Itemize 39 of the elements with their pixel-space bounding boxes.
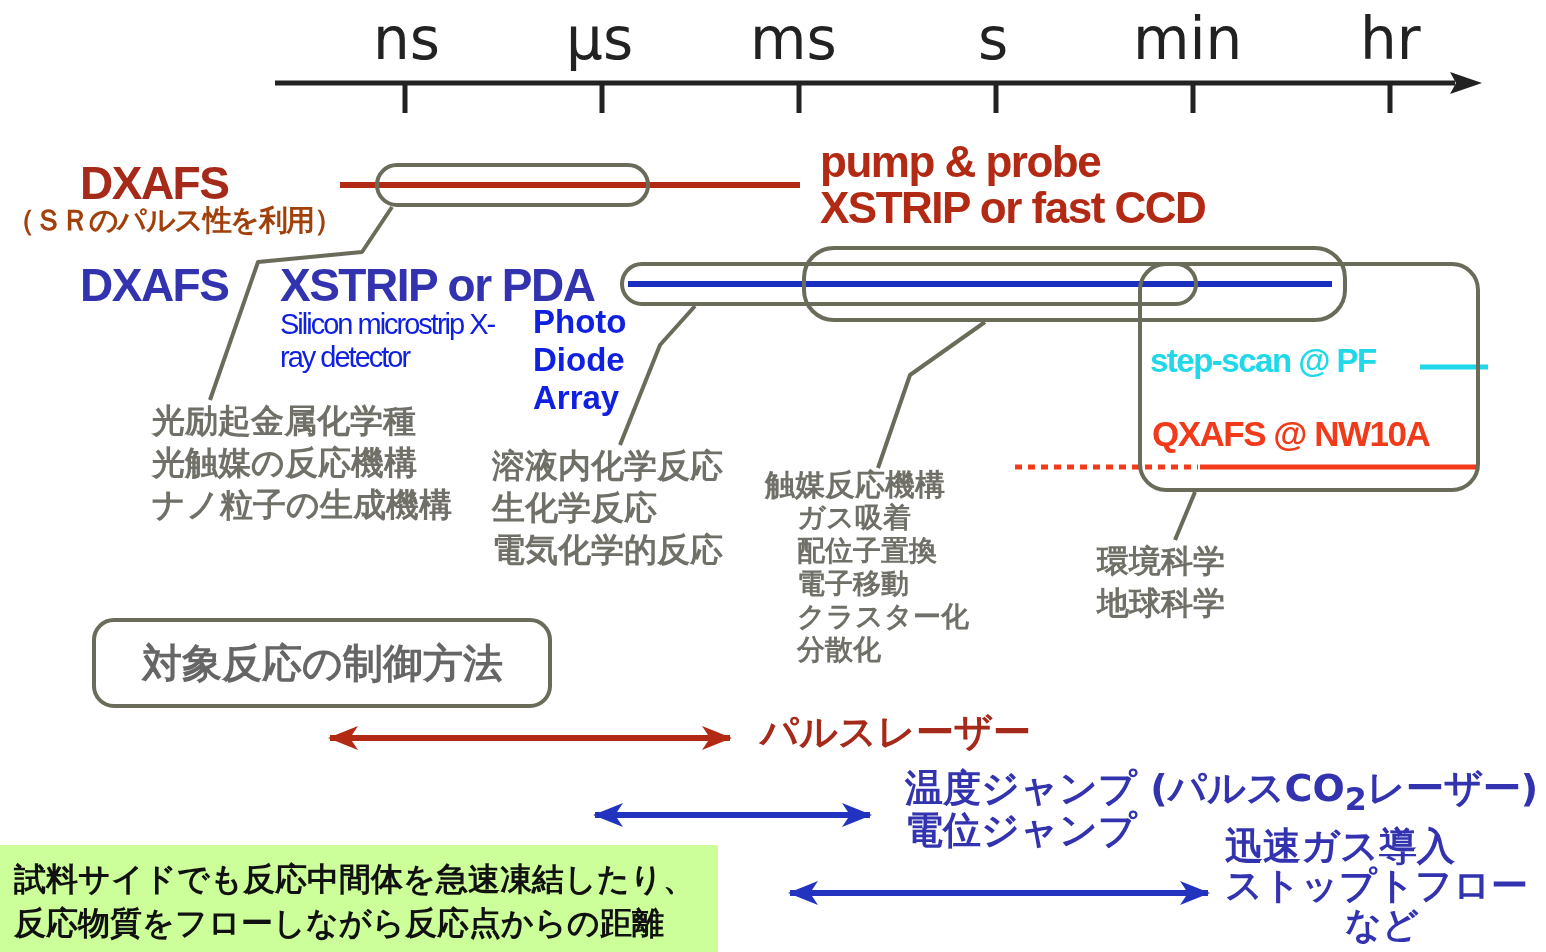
technique-label: step-scan @ PF [1150,343,1376,380]
note-box: 試料サイドでも反応中間体を急速凍結したり、反応物質をフローしながら反応点からの距離 [0,845,718,952]
range-capsule [620,262,1198,306]
detector-label: Photo Diode Array [533,303,628,417]
heading-box: 対象反応の制御方法 [92,618,552,708]
topic-text: 生化学反応 [492,487,658,529]
leader-line [876,320,987,469]
axis-label: hr [1360,8,1421,72]
topic-text: 分散化 [796,633,882,666]
leader-line [1173,491,1197,541]
topic-text: 溶液内化学反応 [492,445,724,487]
leader-line [208,205,394,401]
axis-label: ns [373,8,440,72]
range-capsule [802,246,1347,322]
axis-label: min [1133,8,1243,72]
technique-label: pump & probe [820,138,1101,187]
topic-text: 環境科学 [1097,541,1226,582]
axis-label: μs [566,8,634,72]
topic-text: 配位子置換 [796,534,938,567]
topic-text: ガス吸着 [796,501,912,534]
topic-text: 電気化学的反応 [492,529,724,571]
topic-text: 光触媒の反応機構 [152,442,418,484]
method-label: など [1345,905,1419,945]
topic-text: 電子移動 [796,567,910,600]
detector-label: Silicon microstrip X-ray detector [280,308,496,375]
method-label: ストップトフロー [1225,866,1528,907]
leader-line [618,304,697,446]
topic-text: 地球科学 [1097,583,1226,624]
axis-label: s [978,8,1009,72]
range-capsule [375,163,650,207]
technique-label: QXAFS @ NW10A [1152,415,1430,454]
technique-label: DXAFS [80,260,229,311]
topic-text: ナノ粒子の生成機構 [152,484,453,526]
topic-text: クラスター化 [796,600,970,633]
topic-text: 光励起金属化学種 [152,400,417,442]
topic-text: 触媒反応機構 [765,468,946,501]
axis-label: ms [750,8,837,72]
method-label: パルスレーザー [760,712,1031,754]
range-capsule [1138,262,1480,492]
